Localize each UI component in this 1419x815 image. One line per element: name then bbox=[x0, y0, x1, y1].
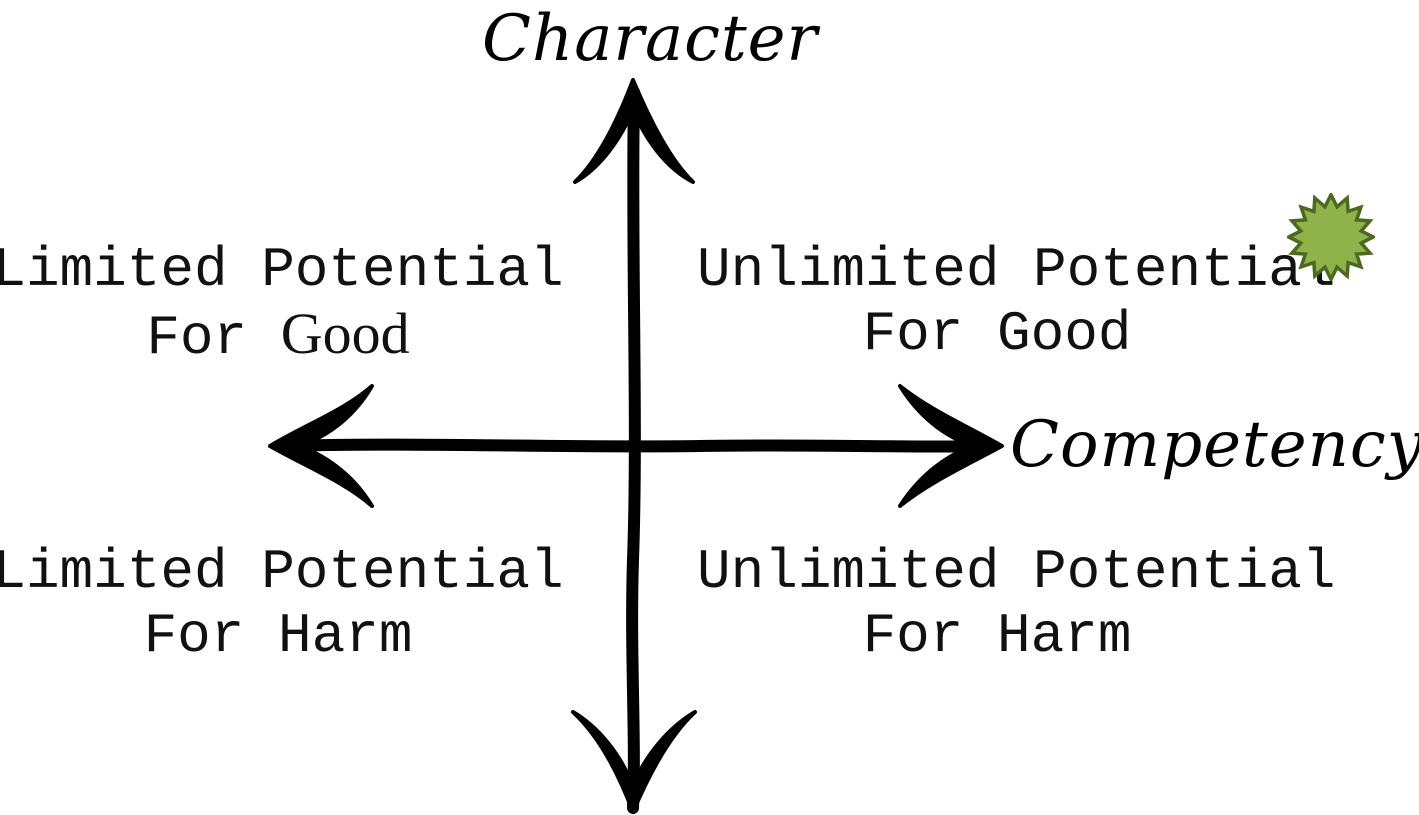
y-axis-title: Character bbox=[482, 2, 819, 76]
arrowhead-left-icon bbox=[268, 384, 374, 508]
quadrant-bottom-right: Unlimited Potential For Harm bbox=[697, 540, 1336, 668]
quadrant-bottom-left: Limited Potential For Harm bbox=[0, 540, 578, 668]
vertical-axis-line bbox=[626, 86, 641, 814]
arrowhead-up-icon bbox=[573, 78, 695, 184]
quadrant-subtitle-prefix: For bbox=[862, 604, 964, 668]
quadrant-subtitle: For Good bbox=[0, 301, 578, 371]
quadrant-subtitle-prefix: For bbox=[862, 302, 964, 366]
quadrant-subtitle-word: Harm bbox=[997, 604, 1132, 668]
quadrant-title: Limited Potential bbox=[0, 540, 564, 604]
arrowhead-right-icon bbox=[898, 384, 1004, 508]
x-axis-title: Competency bbox=[1010, 408, 1419, 482]
arrowhead-down-icon bbox=[571, 710, 697, 814]
quadrant-title: Limited Potential bbox=[0, 238, 564, 302]
quadrant-subtitle: For Harm bbox=[697, 604, 1297, 668]
quadrant-title: Unlimited Potential bbox=[697, 238, 1336, 302]
quadrant-subtitle-word: Good bbox=[997, 302, 1132, 366]
quadrant-subtitle: For Harm bbox=[0, 604, 578, 668]
starburst-shape bbox=[1287, 193, 1375, 281]
quadrant-subtitle-prefix: For bbox=[143, 604, 245, 668]
quadrant-top-right: Unlimited Potential For Good bbox=[697, 238, 1336, 366]
quadrant-subtitle-word: Harm bbox=[278, 604, 413, 668]
quadrant-title: Unlimited Potential bbox=[697, 540, 1336, 604]
starburst-badge-icon bbox=[1287, 193, 1375, 281]
quadrant-top-left: Limited Potential For Good bbox=[0, 238, 578, 370]
quadrant-subtitle-prefix: For bbox=[146, 306, 248, 370]
horizontal-axis-line bbox=[276, 438, 996, 453]
quadrant-subtitle: For Good bbox=[697, 302, 1297, 366]
quadrant-subtitle-word: Good bbox=[280, 301, 410, 366]
